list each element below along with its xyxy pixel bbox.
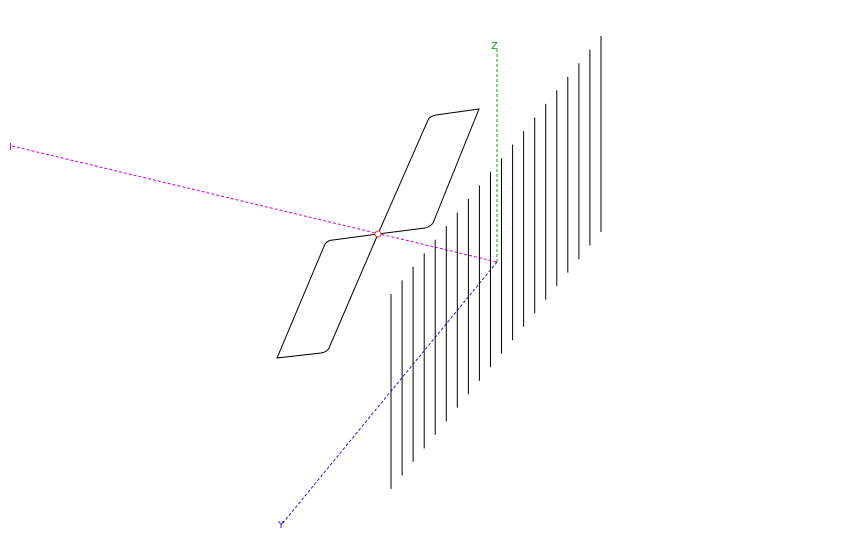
axes-group: I Y Z [9, 41, 498, 531]
origin-marker [374, 230, 382, 238]
x-axis-label: I [9, 142, 12, 153]
propeller-blade-upper [377, 108, 480, 235]
y-axis-label: Y [277, 520, 285, 531]
vertical-line-array [390, 36, 602, 489]
propeller-object [276, 108, 480, 359]
x-axis-line [11, 145, 498, 263]
z-axis-label: Z [491, 41, 498, 52]
y-axis-line [281, 261, 498, 525]
propeller-blade-lower [276, 233, 379, 359]
